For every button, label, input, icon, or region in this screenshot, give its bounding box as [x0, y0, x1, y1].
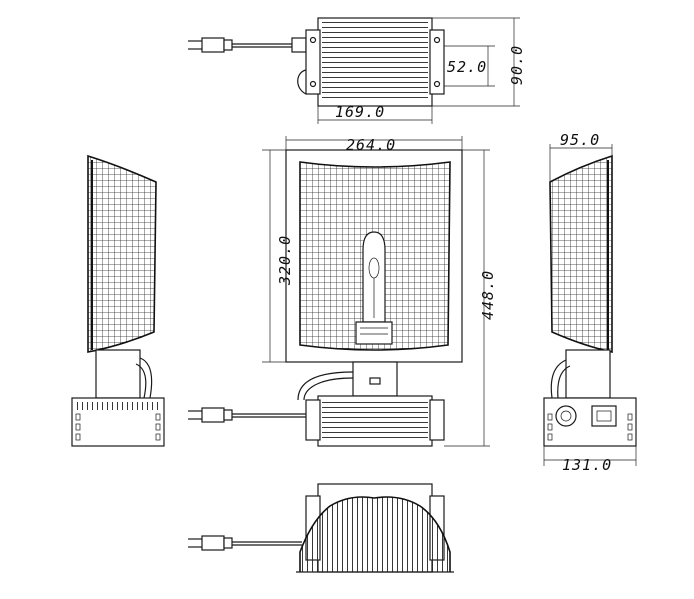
right-side-view: 95.0 131.0	[543, 131, 637, 474]
dim-side-depth: 95.0	[560, 131, 600, 149]
dim-top-outer-height: 90.0	[508, 45, 526, 85]
reflector-profile-bottom	[299, 496, 451, 572]
power-plug-top	[188, 37, 307, 53]
power-plug-bottom	[188, 535, 302, 551]
top-view: 52.0 90.0 169.0	[188, 17, 526, 124]
power-socket-icon	[591, 405, 617, 427]
right-ballast	[543, 397, 637, 447]
front-view: 264.0 320.0 448.0	[188, 136, 497, 447]
dim-front-width: 264.0	[346, 136, 396, 154]
lamp-bulb	[355, 231, 393, 345]
dim-total-height: 448.0	[479, 270, 497, 320]
bottom-view	[188, 483, 454, 573]
power-plug-front	[188, 407, 306, 423]
right-reflector	[549, 154, 613, 353]
dim-top-inner-height: 52.0	[447, 58, 487, 76]
dim-top-width: 169.0	[335, 103, 385, 121]
left-side-view	[71, 154, 165, 447]
cable-gland-icon	[555, 405, 577, 427]
dim-side-base-width: 131.0	[562, 456, 612, 474]
left-reflector	[87, 154, 157, 353]
dim-reflector-height: 320.0	[276, 235, 294, 286]
